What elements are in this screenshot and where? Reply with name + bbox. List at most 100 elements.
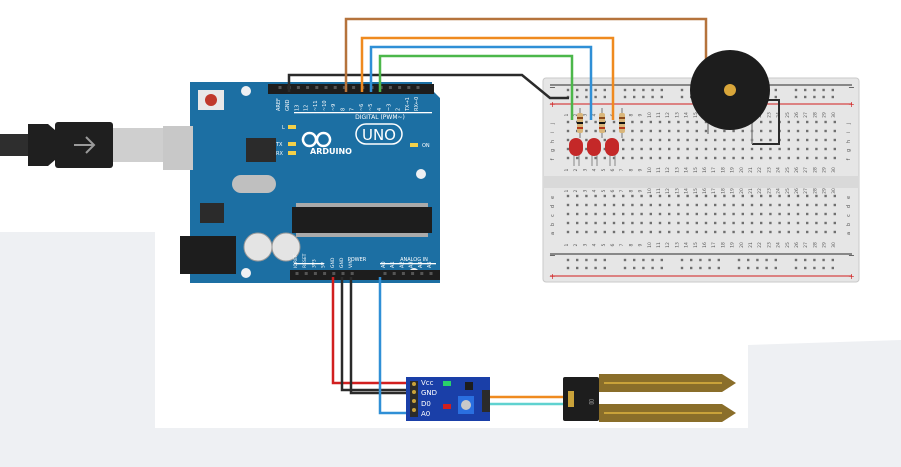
breadboard-hole[interactable] [686,194,689,198]
breadboard-hole[interactable] [695,147,698,151]
rail-hole[interactable] [633,258,636,262]
rail-hole[interactable] [737,258,741,262]
header-socket[interactable] [416,86,420,89]
breadboard-hole[interactable] [686,129,689,133]
rail-hole[interactable] [765,258,768,262]
breadboard-hole[interactable] [631,147,634,151]
breadboard-hole[interactable] [594,156,597,160]
rail-hole[interactable] [794,88,798,92]
header-socket[interactable] [398,86,402,89]
rail-hole[interactable] [633,88,636,92]
header-socket[interactable] [304,272,308,275]
breadboard-hole[interactable] [640,138,643,142]
breadboard-hole[interactable] [796,156,800,160]
breadboard-hole[interactable] [760,203,763,207]
rail-hole[interactable] [813,88,816,92]
breadboard-hole[interactable] [668,156,671,160]
rail-hole[interactable] [660,95,663,99]
breadboard-hole[interactable] [824,129,827,133]
breadboard-hole[interactable] [833,147,836,151]
breadboard-hole[interactable] [704,230,708,234]
rail-hole[interactable] [822,88,825,92]
breadboard-hole[interactable] [833,138,836,142]
rail-hole[interactable] [690,266,693,270]
breadboard-hole[interactable] [806,212,809,216]
breadboard-hole[interactable] [622,212,625,216]
breadboard-hole[interactable] [612,120,616,124]
breadboard-hole[interactable] [594,212,597,216]
breadboard-hole[interactable] [686,120,689,124]
breadboard-hole[interactable] [612,156,616,160]
breadboard-hole[interactable] [815,212,818,216]
breadboard-hole[interactable] [649,203,652,207]
breadboard-hole[interactable] [686,203,689,207]
rail-hole[interactable] [651,88,654,92]
breadboard-hole[interactable] [778,194,781,198]
rail-hole[interactable] [576,95,579,99]
breadboard-hole[interactable] [677,203,680,207]
breadboard-hole[interactable] [760,221,763,225]
breadboard-hole[interactable] [732,212,735,216]
breadboard-hole[interactable] [695,203,698,207]
rail-hole[interactable] [680,258,684,262]
rail-hole[interactable] [585,95,588,99]
breadboard-hole[interactable] [787,120,790,124]
breadboard-hole[interactable] [695,212,698,216]
breadboard-hole[interactable] [677,147,680,151]
breadboard-hole[interactable] [603,194,606,198]
rail-hole[interactable] [765,266,768,270]
header-socket[interactable] [407,86,411,89]
breadboard-hole[interactable] [704,156,708,160]
breadboard-hole[interactable] [824,221,827,225]
breadboard-hole[interactable] [806,147,809,151]
rail-hole[interactable] [623,88,627,92]
breadboard-hole[interactable] [760,120,763,124]
rail-hole[interactable] [594,95,597,99]
breadboard-hole[interactable] [668,147,671,151]
rail-hole[interactable] [642,258,645,262]
breadboard-hole[interactable] [566,120,570,124]
rail-hole[interactable] [585,88,588,92]
rail-hole[interactable] [794,258,798,262]
breadboard-hole[interactable] [566,221,570,225]
breadboard-hole[interactable] [585,147,588,151]
breadboard-hole[interactable] [704,212,708,216]
header-socket[interactable] [429,272,433,275]
breadboard-hole[interactable] [723,138,726,142]
breadboard-hole[interactable] [594,230,597,234]
breadboard-hole[interactable] [658,212,662,216]
breadboard-hole[interactable] [640,194,643,198]
breadboard-hole[interactable] [668,120,671,124]
breadboard-hole[interactable] [806,230,809,234]
breadboard-hole[interactable] [714,129,717,133]
breadboard-hole[interactable] [787,221,790,225]
breadboard-hole[interactable] [824,156,827,160]
breadboard-hole[interactable] [833,230,836,234]
breadboard-hole[interactable] [815,203,818,207]
header-socket[interactable] [341,272,345,275]
breadboard-hole[interactable] [714,147,717,151]
breadboard-hole[interactable] [806,156,809,160]
rail-hole[interactable] [642,266,645,270]
breadboard-hole[interactable] [732,156,735,160]
breadboard-hole[interactable] [585,212,588,216]
breadboard-hole[interactable] [750,194,754,198]
breadboard-hole[interactable] [815,221,818,225]
rail-hole[interactable] [804,95,807,99]
breadboard-hole[interactable] [622,203,625,207]
breadboard-hole[interactable] [631,230,634,234]
breadboard-hole[interactable] [769,129,772,133]
rail-hole[interactable] [804,266,807,270]
rail-hole[interactable] [603,258,606,262]
breadboard-hole[interactable] [833,194,836,198]
breadboard-hole[interactable] [741,156,744,160]
breadboard-hole[interactable] [787,138,790,142]
header-socket[interactable] [295,272,299,275]
breadboard-hole[interactable] [760,194,763,198]
breadboard-hole[interactable] [622,230,625,234]
breadboard-hole[interactable] [815,138,818,142]
rail-hole[interactable] [737,266,741,270]
rail-hole[interactable] [566,266,570,270]
breadboard-hole[interactable] [796,147,800,151]
rail-hole[interactable] [585,258,588,262]
